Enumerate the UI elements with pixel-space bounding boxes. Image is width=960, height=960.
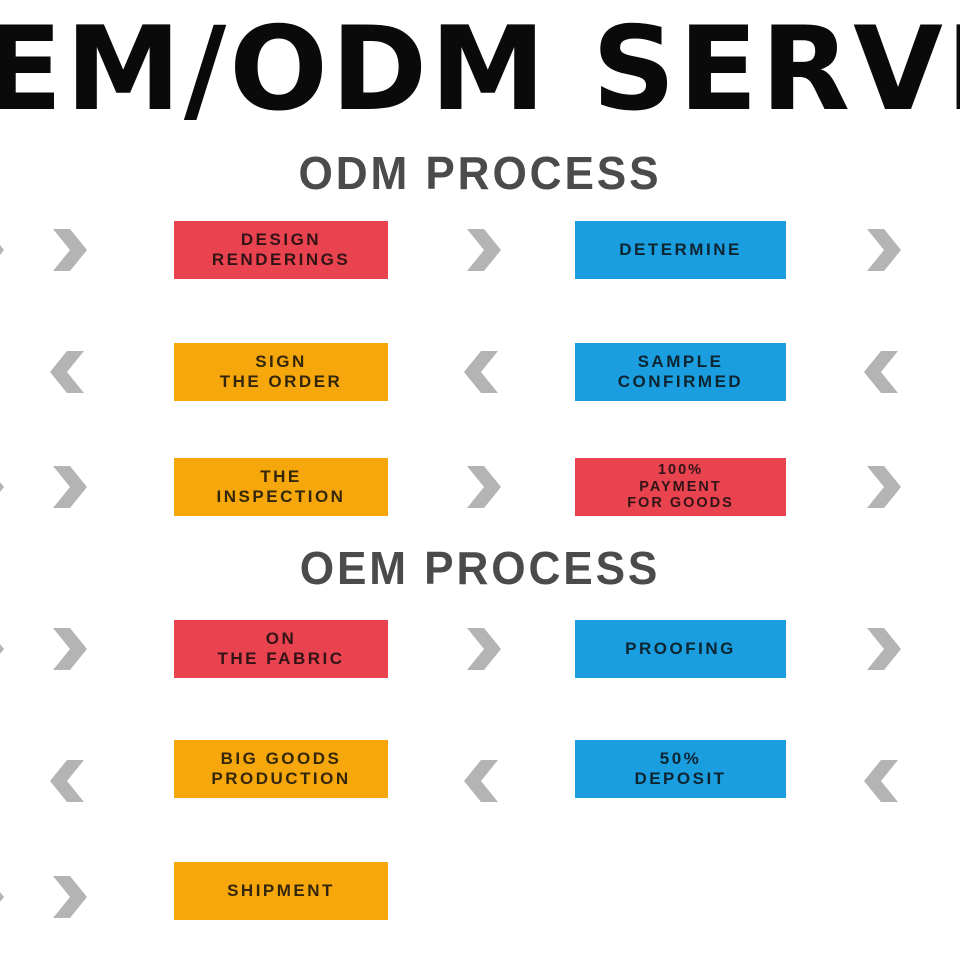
chevron-right-icon [464,628,501,670]
step-label-line: SIGN [255,351,307,371]
chevron-right-icon [0,229,4,271]
chevron-right-icon [50,466,87,508]
chevron-right-icon [0,628,4,670]
step-label-line: 50% [659,748,702,768]
chevron-right-icon [50,628,87,670]
chevron-right-icon [0,876,4,918]
step-box-proofing: PROOFING [575,620,786,678]
chevron-left-icon [50,760,87,802]
step-label-line: ON [265,628,297,648]
oem-section-heading: OEM PROCESS [299,542,661,594]
step-label-line: THE FABRIC [217,649,345,668]
chevron-right-icon [0,466,4,508]
chevron-left-icon [864,351,901,393]
chevron-right-icon [464,229,501,271]
odm-section-heading: ODM PROCESS [298,147,662,199]
step-label-line: PRODUCTION [211,769,351,788]
chevron-right-icon [864,628,901,670]
chevron-left-icon [464,351,501,393]
step-label-line: DETERMINE [619,239,742,259]
page-title: OEM/ODM SERVICE [0,2,960,137]
step-box-determine: DETERMINE [575,221,786,279]
step-box-shipment: SHIPMENT [174,862,388,920]
step-box-50-deposit: 50%DEPOSIT [575,740,786,798]
step-label-line: FOR GOODS [627,495,734,512]
step-label-line: PROOFING [625,638,736,658]
chevron-right-icon [50,229,87,271]
step-label-line: THE [260,466,302,486]
step-label-line: PAYMENT [639,478,722,495]
chevron-right-icon [464,466,501,508]
chevron-right-icon [50,876,87,918]
step-label-line: BIG GOODS [220,748,342,768]
step-label-line: CONFIRMED [617,372,744,391]
chevron-right-icon [864,229,901,271]
step-label-line: SHIPMENT [227,880,335,900]
chevron-right-icon [864,466,901,508]
step-label-line: 100% [657,461,704,478]
chevron-left-icon [864,760,901,802]
chevron-left-icon [464,760,501,802]
step-label-line: RENDERINGS [211,250,351,269]
chevron-left-icon [50,351,87,393]
step-label-line: DESIGN [240,229,322,249]
step-label-line: DEPOSIT [634,769,727,788]
step-label-line: SAMPLE [637,351,724,371]
step-label-line: INSPECTION [216,487,346,506]
step-label-line: THE ORDER [219,372,343,391]
